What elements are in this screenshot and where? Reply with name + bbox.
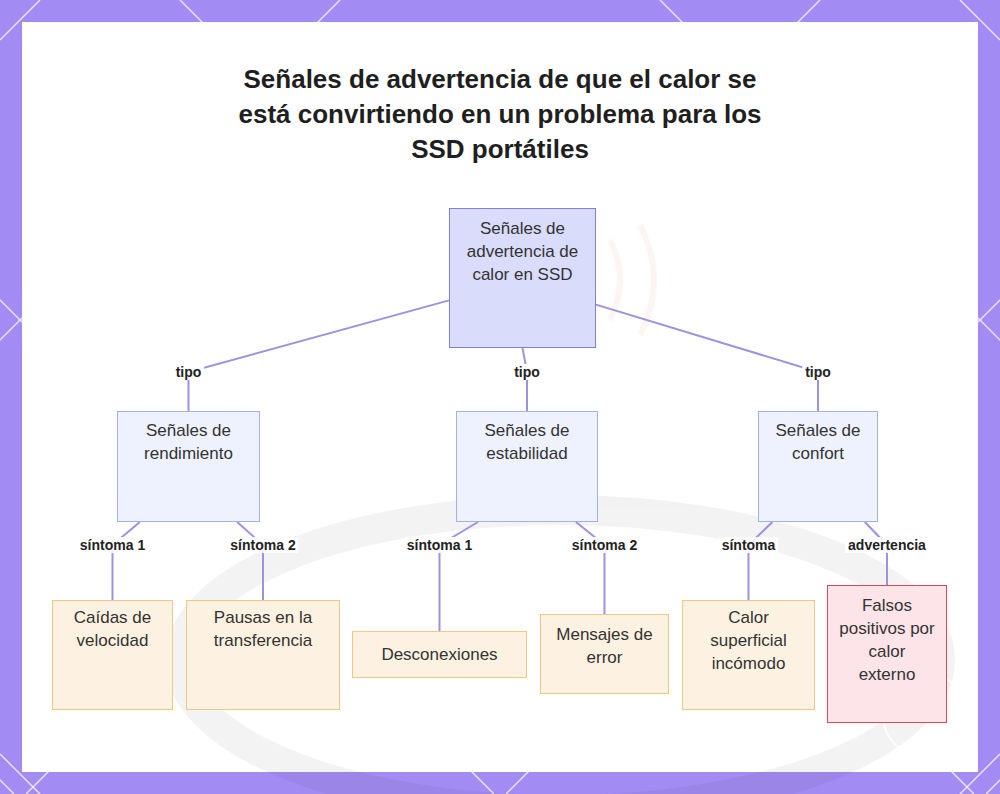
connector-line — [237, 522, 263, 600]
connector-line — [749, 522, 773, 600]
node-text: Pausas en la transferencia — [197, 606, 329, 652]
symptom-box: Mensajes de error — [540, 614, 669, 694]
node-text: Señales de estabilidad — [467, 419, 587, 465]
connector-line — [576, 522, 605, 614]
edge-label: síntoma — [719, 537, 779, 553]
backdrop-shape — [180, 510, 940, 794]
node-text: Desconexiones — [381, 643, 497, 666]
node-text: Falsos positivos por calor externo — [838, 594, 936, 686]
edge-label: síntoma 1 — [77, 537, 148, 553]
edge-label: advertencia — [845, 537, 929, 553]
node-text: Señales de rendimiento — [128, 419, 249, 465]
warning-box: Falsos positivos por calor externo — [827, 585, 947, 723]
symptom-box: Calor superficial incómodo — [682, 600, 815, 710]
node-text: Caídas de velocidad — [63, 606, 162, 652]
node-text: Señales de advertencia de calor en SSD — [464, 217, 581, 286]
edge-label: síntoma 2 — [227, 537, 298, 553]
connector-line — [113, 522, 140, 600]
node-text: Mensajes de error — [551, 623, 658, 669]
category-box: Señales de estabilidad — [456, 411, 598, 522]
diagram-title: Señales de advertencia de que el calor s… — [235, 62, 765, 167]
symptom-box: Pausas en la transferencia — [186, 600, 340, 710]
white-panel — [22, 22, 978, 772]
connector-line — [189, 300, 450, 411]
root-box: Señales de advertencia de calor en SSD — [449, 208, 596, 348]
category-box: Señales de rendimiento — [117, 411, 260, 522]
heat-waves — [610, 225, 654, 335]
edge-label: síntoma 1 — [404, 537, 475, 553]
edge-label: síntoma 2 — [569, 537, 640, 553]
edge-label: tipo — [511, 364, 543, 380]
edge-label: tipo — [802, 364, 834, 380]
edge-label: tipo — [173, 364, 205, 380]
category-box: Señales de confort — [758, 411, 878, 522]
node-text: Calor superficial incómodo — [693, 606, 804, 675]
node-text: Señales de confort — [769, 419, 867, 465]
symptom-box: Desconexiones — [352, 631, 527, 678]
connector-line — [596, 305, 818, 411]
connector-line — [865, 522, 887, 585]
symptom-box: Caídas de velocidad — [52, 600, 173, 710]
